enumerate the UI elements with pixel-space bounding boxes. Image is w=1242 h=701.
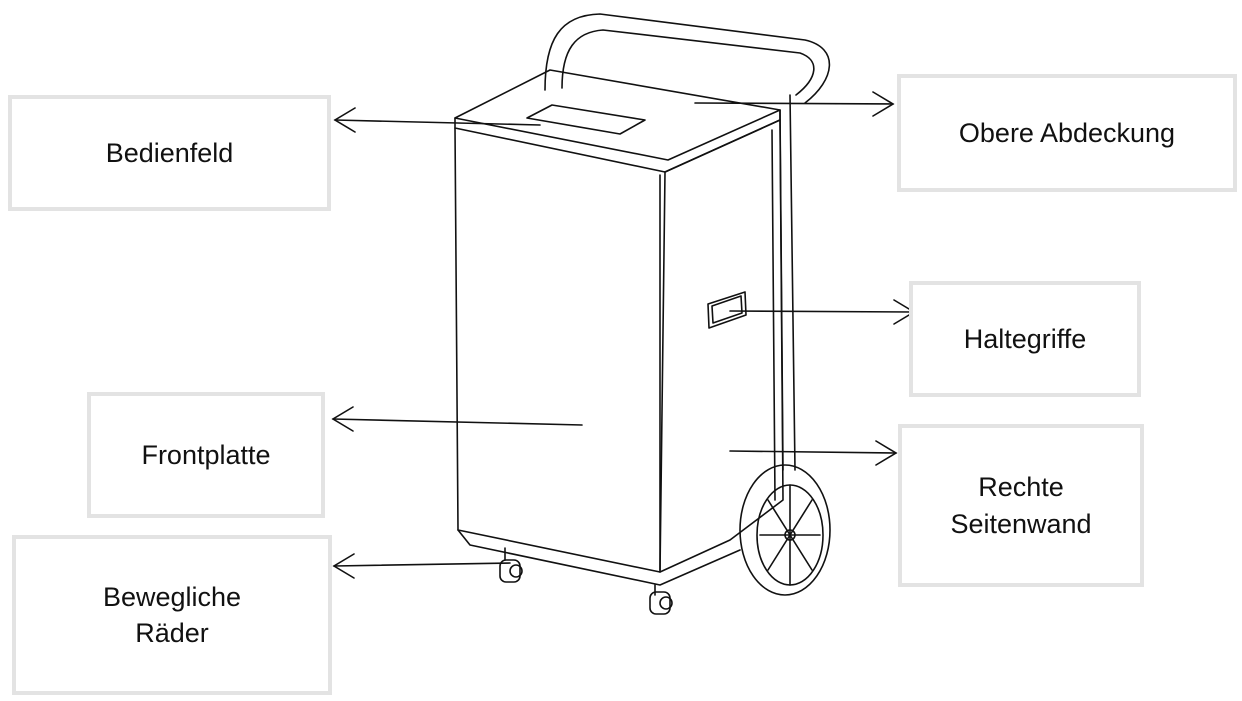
callout-arrows bbox=[331, 91, 916, 579]
dehumidifier-illustration bbox=[454, 13, 831, 615]
large-wheel bbox=[739, 464, 831, 596]
arrow-rechte-seitenwand bbox=[729, 440, 898, 466]
caster-middle bbox=[649, 584, 673, 615]
push-handle bbox=[544, 13, 831, 104]
push-handle-inner bbox=[561, 29, 815, 96]
label-wheels-line1: Bewegliche bbox=[102, 581, 242, 612]
caster-left bbox=[499, 547, 523, 583]
label-top-cover-text: Obere Abdeckung bbox=[958, 117, 1176, 148]
label-right-side-panel: Rechte Seitenwand bbox=[898, 424, 1144, 587]
label-movable-wheels: Bewegliche Räder bbox=[12, 535, 332, 695]
label-top-cover: Obere Abdeckung bbox=[897, 74, 1237, 192]
arrow-haltegriffe bbox=[729, 299, 916, 325]
label-handles: Haltegriffe bbox=[909, 281, 1141, 397]
arrow-obere-abdeckung bbox=[694, 91, 895, 117]
label-wheels-line2: Räder bbox=[135, 618, 209, 648]
label-control-panel-text: Bedienfeld bbox=[105, 137, 234, 168]
label-handles-text: Haltegriffe bbox=[963, 323, 1087, 354]
arrow-frontplatte bbox=[331, 406, 583, 432]
label-right-side-line2: Seitenwand bbox=[950, 508, 1092, 539]
label-front-panel-text: Frontplatte bbox=[141, 439, 271, 470]
side-grip-shape bbox=[707, 291, 747, 329]
control-panel-shape bbox=[526, 104, 646, 135]
front-panel-shape bbox=[454, 127, 666, 573]
arrow-bewegliche-raeder bbox=[332, 553, 511, 579]
right-side-panel-shape bbox=[659, 119, 784, 573]
label-front-panel: Frontplatte bbox=[87, 392, 325, 518]
label-right-side-line1: Rechte bbox=[978, 472, 1064, 503]
arrow-bedienfeld bbox=[333, 107, 541, 133]
label-control-panel: Bedienfeld bbox=[8, 95, 331, 211]
